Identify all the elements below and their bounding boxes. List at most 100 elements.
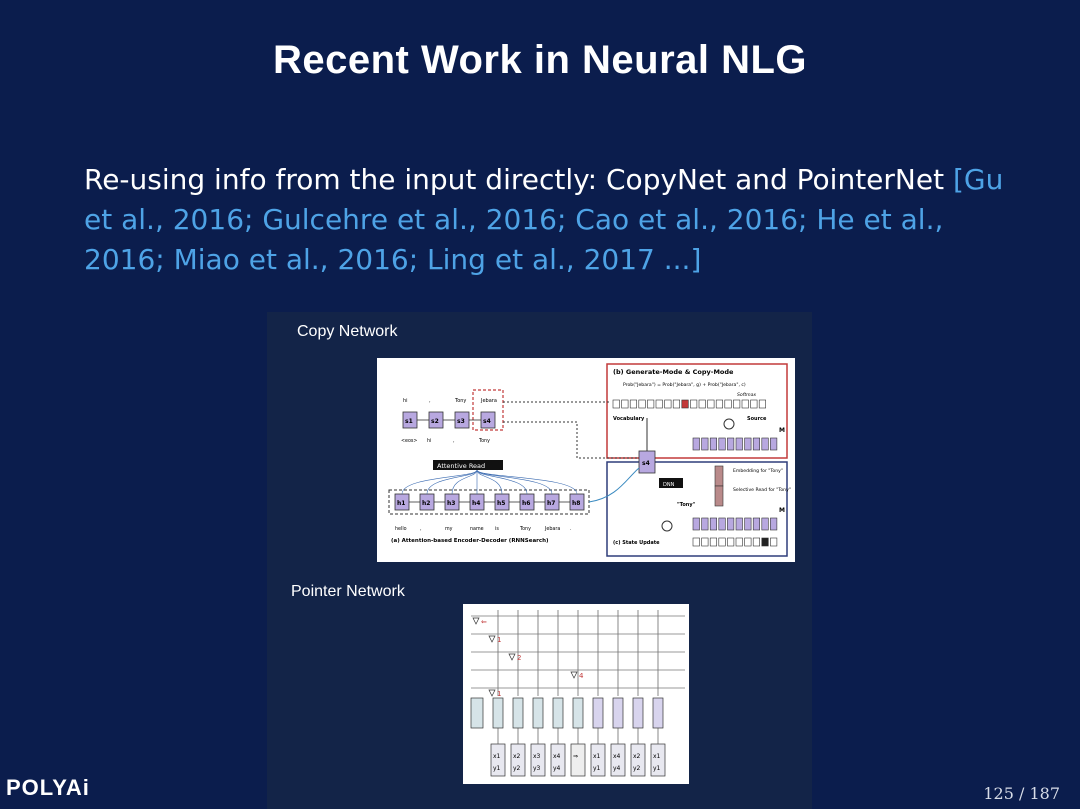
vocabulary-label: Vocabulary [613,416,645,422]
encoder-word: , [420,527,422,532]
pointer-cell [532,697,544,729]
memory-cell [718,437,726,451]
pointer-marker: 2 [517,654,521,662]
pointer-cell [572,697,584,729]
vocab-cell [621,399,629,409]
pointer-input-y: y1 [593,765,601,772]
vocab-cell [638,399,646,409]
panel-b-title: (b) Generate-Mode & Copy-Mode [613,368,734,376]
pointer-input [570,743,586,777]
pointer-input-x: x2 [633,753,641,760]
decoder-output: hi [403,398,408,404]
memory-cell [735,517,743,531]
pointer-input-y: y4 [613,765,621,772]
memory-cell [744,437,752,451]
page-number: 125 / 187 [983,784,1060,803]
decoder-state [480,411,496,429]
pointer-input-x: x4 [553,753,561,760]
polyai-logo: POLYAi [6,775,90,800]
pointer-cell [552,697,564,729]
memory-cell [761,517,769,531]
vocab-cell [750,399,758,409]
decoder-input: , [453,439,455,444]
copynet-svg: (b) Generate-Mode & Copy-Mode Prob("Jeba… [388,363,791,557]
softmax-label: Softmax [737,392,756,398]
encoder-word: my [445,527,453,532]
memory-cell [709,437,718,451]
multiply-node [723,418,735,430]
memory-cell [701,517,709,531]
selective-cell [727,537,735,547]
encoder-state-label: h7 [547,500,555,507]
embedding-label: Embedding for "Tony" [733,468,783,474]
encoder-state-label: h2 [422,500,430,507]
vocab-cell [724,399,732,409]
selective-cell [718,537,726,547]
encoder-word: hello [395,526,407,532]
decoder-input: <eos> [401,438,417,444]
memory-cell [752,437,761,451]
dnn-label: DNN [663,482,675,488]
selective-cell [761,537,769,547]
selective-cell [701,537,709,547]
pointer-output-cell [470,697,484,729]
pointer-cell [632,697,644,729]
memory-cell [701,437,709,451]
pointer-network-label: Pointer Network [291,583,405,600]
vocab-cell [672,399,681,409]
source-label: Source [747,416,767,422]
vocab-cell [664,399,672,409]
vocab-cell [715,399,724,409]
pointer-input-y: y4 [553,765,561,772]
state-update-label: (c) State Update [613,540,660,546]
pointer-input-y: y3 [533,765,541,772]
pointer-cell [512,697,524,729]
vocab-cell [733,399,741,409]
vocab-cell [647,399,655,409]
memory-cell [770,437,778,451]
copy-network-label: Copy Network [297,323,398,340]
encoder-state-label: h6 [522,500,530,507]
pointer-cell [492,697,504,729]
citations-link[interactable]: [Gu et al., 2016; Gulcehre et al., 2016;… [84,163,1004,276]
decoder-state-label: s1 [405,418,413,425]
pointer-input-x: x3 [533,753,541,760]
selective-cell [709,537,718,547]
encoder-word: Tony [519,526,531,532]
pointer-cell [652,697,664,729]
decoder-input: Tony [478,438,490,444]
decoder-state-label: s2 [431,418,439,425]
plus-node [661,520,673,532]
encoder-word: is [495,526,499,532]
memory-cell [692,517,700,531]
encoder-state-label: h4 [472,500,480,507]
memory-cell [744,517,752,531]
encoder-state-label: h5 [497,500,505,507]
pointer-input-y: y2 [633,765,641,772]
decoder-state-label: s4 [483,418,491,425]
pointer-input-x: x1 [653,753,661,760]
m-label-bottom: M [779,507,785,514]
pointer-input-y: y1 [653,765,661,772]
vocab-cell [655,399,663,409]
decoder-state-label: s3 [457,418,465,425]
pointer-marker: ⇐ [481,618,487,626]
m-label-top: M [779,427,785,434]
decoder-output: Jebara [480,398,497,404]
dnn-box [659,478,683,488]
decoder-input: hi [427,438,431,444]
body-text: Re-using info from the input directly: C… [84,163,953,196]
panel-a-title: (a) Attention-based Encoder-Decoder (RNN… [391,538,549,544]
pointer-marker: 1 [497,690,501,698]
vocab-cell [741,399,749,409]
vocab-cell [707,399,715,409]
selective-cell [752,537,761,547]
prob-formula: Prob("Jebara") = Prob("Jebara", g) + Pro… [623,382,746,388]
selective-cell [744,537,752,547]
memory-cell [692,437,700,451]
pointer-input-y: y2 [513,765,521,772]
vocab-cell [681,399,689,409]
attentive-read-label: Attentive Read [437,462,485,470]
